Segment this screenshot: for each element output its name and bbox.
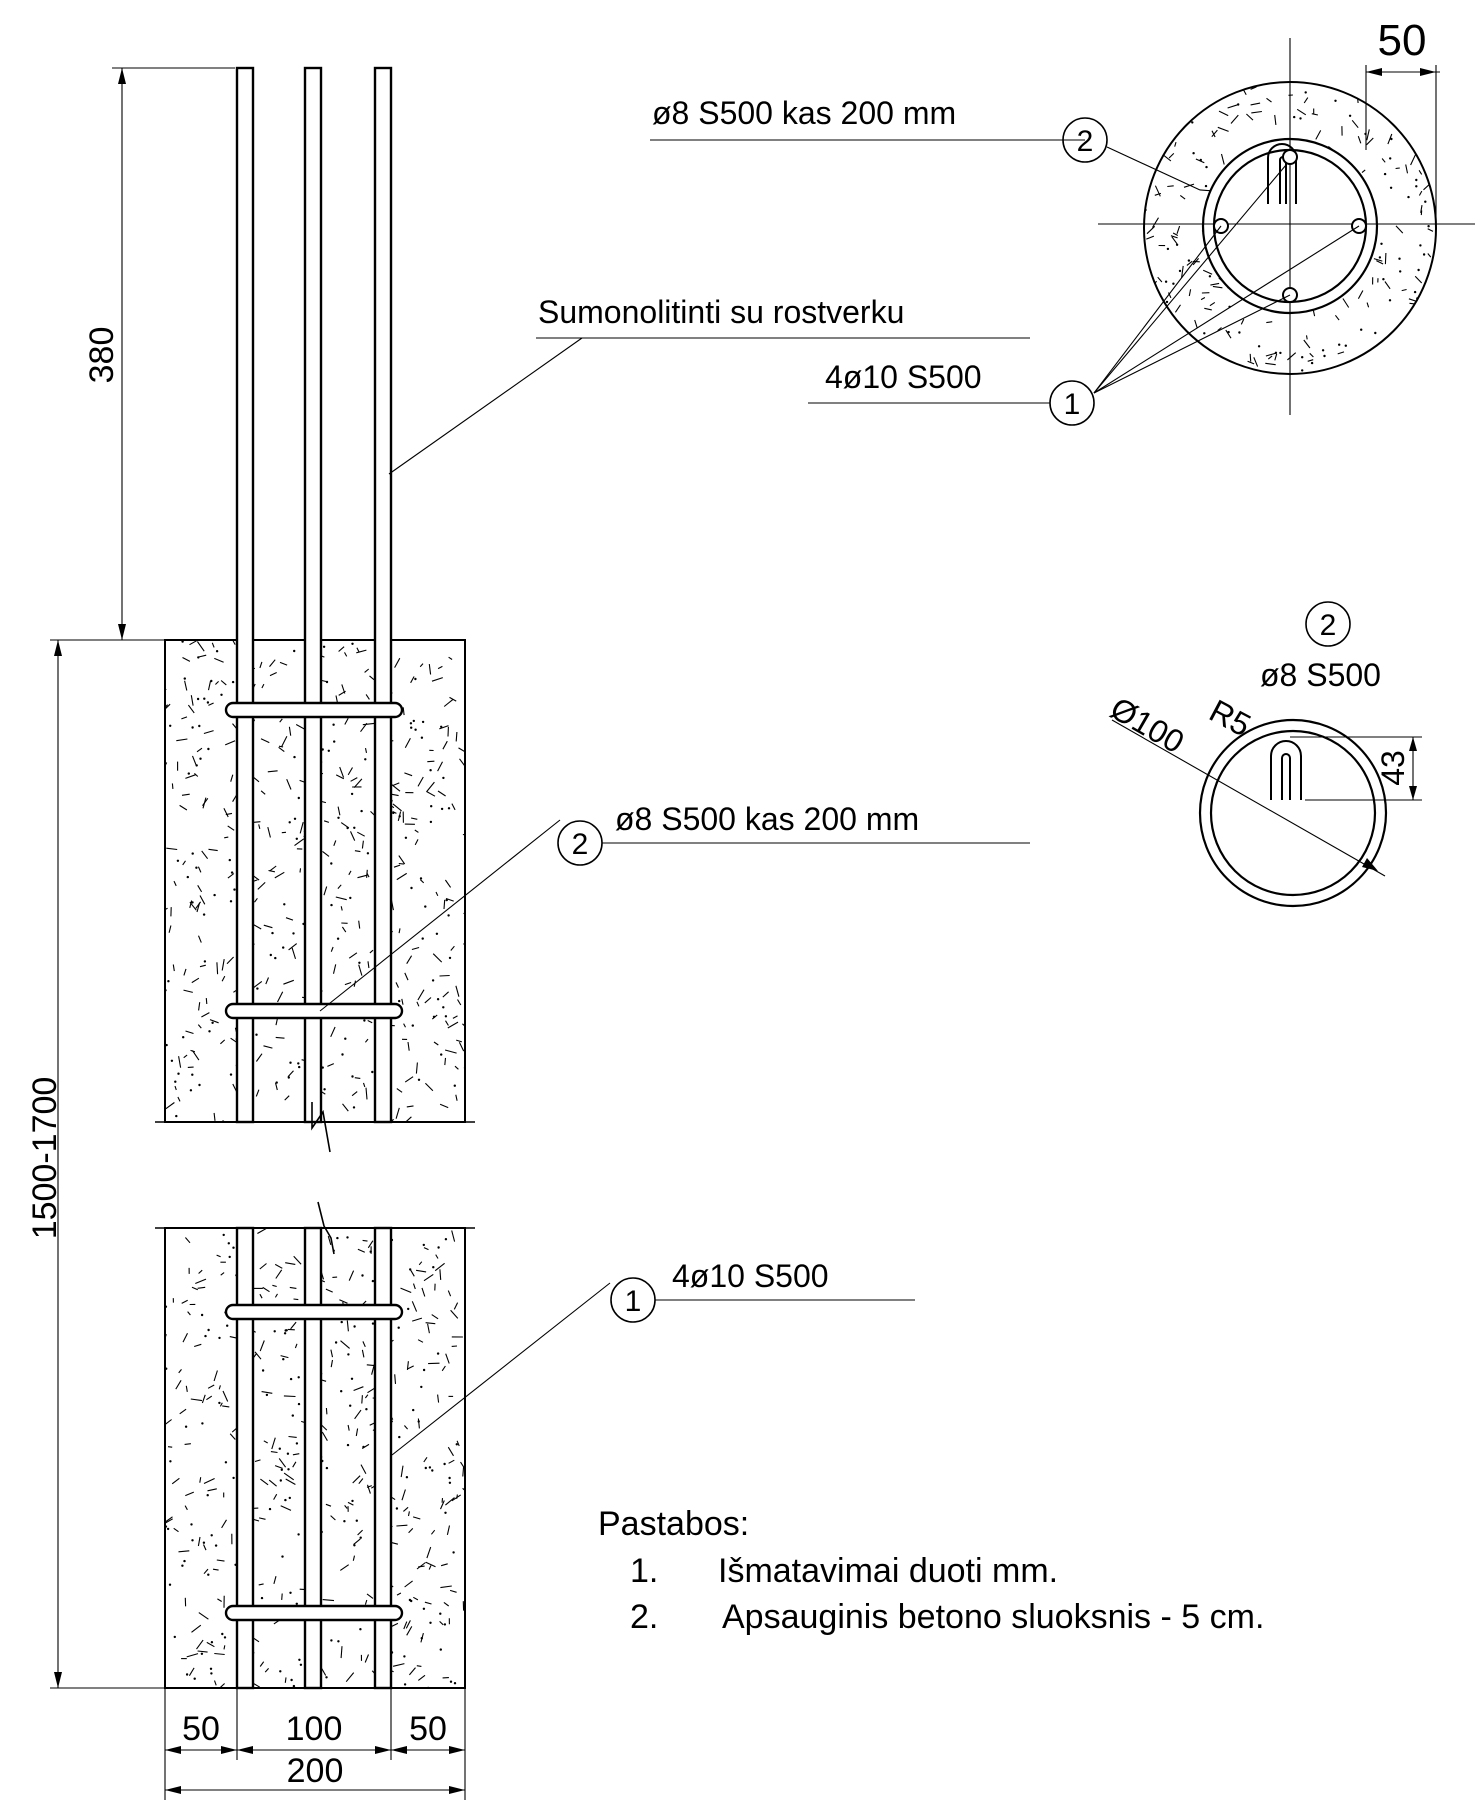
- detail-hoop-outer: [1198, 718, 1388, 908]
- stirrup: [224, 1002, 404, 1020]
- callout-section-2-label: ø8 S500 kas 200 mm: [652, 95, 956, 131]
- section-note-label: Sumonolitinti su rostverku: [538, 294, 904, 330]
- dimension-1500-1700: 1500-1700: [26, 639, 165, 1689]
- callout-elev-2: 2 ø8 S500 kas 200 mm: [319, 801, 1030, 1012]
- longitudinal-bar: [373, 66, 393, 1124]
- dimension-1500-1700-label: 1500-1700: [26, 1077, 64, 1240]
- detail-hoop-inner: [1209, 729, 1377, 897]
- stirrup: [224, 1303, 404, 1321]
- callout-section-2-marker: 2: [1077, 125, 1094, 158]
- stirrup: [224, 701, 404, 719]
- note-2-number: 2.: [630, 1598, 658, 1636]
- section-dimension-50-label: 50: [1378, 16, 1427, 65]
- note-2-text: Apsauginis betono sluoksnis - 5 cm.: [722, 1598, 1264, 1636]
- section-bar: [1282, 149, 1298, 165]
- dimension-380-label: 380: [83, 327, 121, 384]
- stirrup-detail: 2 ø8 S500 Ø100 R5 43: [1105, 601, 1422, 908]
- break-symbol-bottom: [317, 1201, 335, 1255]
- pile-elevation-top: [155, 66, 475, 1153]
- dimension-50-right-label: 50: [409, 1710, 447, 1748]
- callout-elev-2-marker: 2: [572, 828, 589, 861]
- dimension-100-label: 100: [286, 1710, 343, 1748]
- detail-label: ø8 S500: [1260, 657, 1381, 693]
- note-1-text: Išmatavimai duoti mm.: [718, 1552, 1058, 1590]
- dimension-200-label: 200: [287, 1752, 344, 1790]
- notes-block: Pastabos: 1. Išmatavimai duoti mm. 2. Ap…: [598, 1505, 1264, 1636]
- stirrup: [224, 1604, 404, 1622]
- longitudinal-bar: [303, 66, 323, 1124]
- callout-elev-1-marker: 1: [625, 1285, 642, 1318]
- callout-section-1: 4ø10 S500 1: [808, 164, 1360, 426]
- callout-section-1-label: 4ø10 S500: [825, 359, 982, 395]
- break-symbol-top: [311, 1102, 331, 1153]
- pile-elevation-bottom: [155, 1201, 475, 1690]
- longitudinal-bar: [235, 66, 255, 1124]
- detail-diameter-label: Ø100: [1105, 690, 1191, 760]
- callout-elev-1-label: 4ø10 S500: [672, 1258, 829, 1294]
- callout-section-2: ø8 S500 kas 200 mm 2: [650, 95, 1201, 191]
- callout-section-1-marker: 1: [1064, 388, 1081, 421]
- detail-hook: [1270, 740, 1302, 800]
- note-1-number: 1.: [630, 1552, 658, 1590]
- dimension-380: 380: [83, 67, 235, 641]
- detail-dimension-43-label: 43: [1375, 750, 1411, 786]
- callout-elev-2-label: ø8 S500 kas 200 mm: [615, 801, 919, 837]
- detail-marker-2: 2: [1320, 609, 1337, 642]
- dimension-50-left-label: 50: [182, 1710, 220, 1748]
- dimension-bottom-chain: 50 100 50 200: [164, 1688, 466, 1800]
- callout-elev-1: 1 4ø10 S500: [391, 1258, 915, 1456]
- detail-marker-circle: [1305, 601, 1351, 647]
- notes-title: Pastabos:: [598, 1505, 749, 1543]
